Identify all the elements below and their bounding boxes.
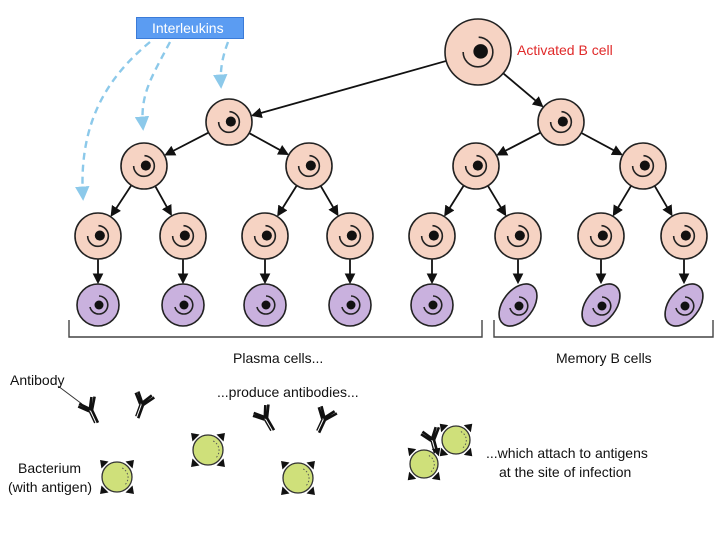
- plasma-cell-3: [243, 283, 287, 327]
- b-cell-gen3-7: [577, 212, 625, 260]
- b-cell-gen2-3: [452, 142, 500, 190]
- antibody-3: [252, 404, 276, 432]
- antibodies: [77, 391, 441, 454]
- arrow-gen1-to-gen2-4: [580, 132, 623, 156]
- interleukin-arrow-2: [134, 41, 172, 131]
- memory-b-cells-bracket: [493, 320, 714, 338]
- plasma-cell-4: [328, 283, 372, 327]
- b-cell-gen2-2: [285, 142, 333, 190]
- bacterium-4: [439, 423, 473, 457]
- site-of-infection-label: at the site of infection: [499, 464, 632, 480]
- b-cell-gen3-2: [159, 212, 207, 260]
- arrow-gen2-to-gen3-6: [487, 185, 507, 217]
- plasma-cell-2: [161, 283, 205, 327]
- bacterium-with-antigen-label: (with antigen): [8, 479, 93, 495]
- arrow-activated-to-gen1-2: [502, 72, 544, 108]
- activated-b-cell-label: Activated B cell: [517, 42, 613, 58]
- bacterium-1: [100, 460, 134, 494]
- produce-antibodies-label: ...produce antibodies...: [217, 384, 359, 400]
- antibody-1: [77, 396, 100, 424]
- arrow-gen2-to-gen3-2: [154, 185, 172, 217]
- b-cell-gen3-8: [660, 212, 708, 260]
- b-cell-gen3-5: [408, 212, 456, 260]
- arrow-gen2-to-gen3-1: [110, 184, 133, 217]
- arrow-gen2-to-gen3-4: [319, 185, 339, 217]
- arrow-gen2-to-gen3-7: [612, 185, 632, 217]
- b-cell-gen2-1: [120, 142, 168, 190]
- antibody-pointer: [57, 385, 83, 405]
- antibody-4: [316, 405, 338, 434]
- arrow-gen2-to-gen3-5: [444, 184, 465, 217]
- arrow-gen1-to-gen2-2: [248, 132, 289, 155]
- b-cell-gen3-1: [74, 212, 122, 260]
- attach-antigens-label: ...which attach to antigens: [486, 445, 648, 461]
- plasma-cells-label: Plasma cells...: [233, 350, 324, 366]
- arrow-activated-to-gen1-1: [250, 60, 447, 119]
- b-cell-gen3-4: [326, 212, 374, 260]
- memory-b-cells-label: Memory B cells: [556, 350, 652, 366]
- arrow-gen2-to-gen3-3: [277, 184, 298, 217]
- bacteria: [100, 423, 473, 495]
- plasma-cell-1: [76, 283, 120, 327]
- memory-b-cell-3: [664, 283, 704, 327]
- interleukin-arrow-1: [75, 41, 151, 201]
- antibody-label: Antibody: [10, 372, 65, 388]
- interleukins-label: Interleukins: [136, 17, 244, 39]
- b-cell-gen2-4: [619, 142, 667, 190]
- bacterium-5: [407, 447, 441, 481]
- interleukin-arrows: [75, 41, 230, 201]
- antibody-2: [134, 391, 156, 419]
- memory-b-cell-1: [498, 283, 538, 327]
- bacterium-3: [281, 461, 315, 495]
- arrow-gen1-to-gen2-1: [164, 131, 209, 156]
- interleukin-arrow-3: [213, 41, 230, 89]
- arrow-gen1-to-gen2-3: [496, 131, 541, 156]
- memory-b-cell-2: [581, 283, 621, 327]
- plasma-cell-5: [410, 283, 454, 327]
- b-cell-gen1-1: [205, 98, 253, 146]
- lineage-arrows: [92, 60, 690, 285]
- b-cell-gen1-2: [537, 98, 585, 146]
- group-brackets: [57, 320, 714, 405]
- activated-b-cell: [444, 18, 512, 86]
- plasma-cells-bracket: [68, 320, 483, 338]
- arrow-gen2-to-gen3-8: [653, 185, 673, 217]
- b-cell-gen3-6: [494, 212, 542, 260]
- cells: [74, 18, 708, 327]
- b-cell-gen3-3: [241, 212, 289, 260]
- bacterium-label: Bacterium: [18, 460, 82, 476]
- bacterium-2: [191, 433, 225, 467]
